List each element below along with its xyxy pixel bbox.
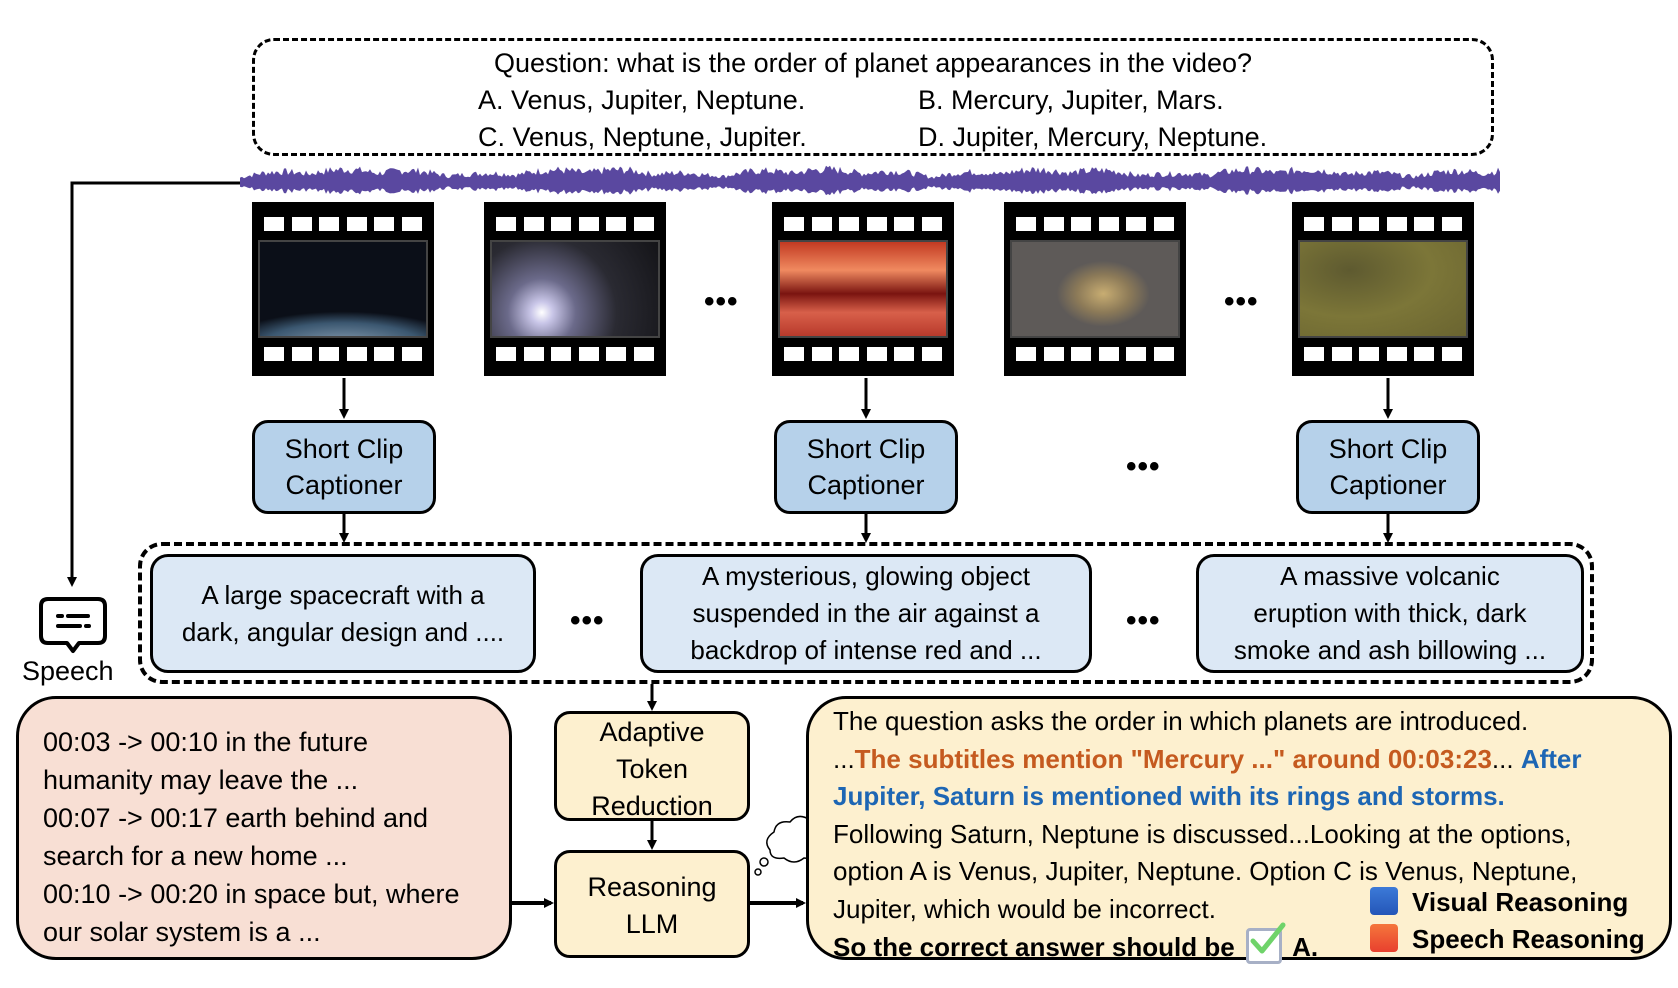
short-clip-captioner-2: Short Clip Captioner [774, 420, 958, 514]
option-c: C. Venus, Neptune, Jupiter. [478, 122, 807, 152]
frame-image-smoke [1298, 240, 1468, 338]
subtitle-line: 00:03 -> 00:10 in the future [43, 727, 368, 757]
reasoning-line-3: Jupiter, Saturn is mentioned with its ri… [833, 781, 1505, 811]
subtitle-line: 00:10 -> 00:20 in space but, where [43, 879, 460, 909]
video-frame-1 [252, 202, 434, 376]
module-label: Reduction [591, 791, 713, 821]
reasoning-answer-line: So the correct answer should be A. [833, 922, 1669, 967]
caption-line: suspended in the air against a [692, 598, 1040, 628]
speech-label: Speech [22, 656, 114, 686]
reasoning-line-6: Jupiter, which would be incorrect. [833, 893, 1216, 924]
captioner-label: Short Clip [284, 434, 404, 464]
captioner-label: Captioner [285, 470, 403, 500]
speech-arrow [67, 181, 242, 587]
subtitle-line: search for a new home ... [43, 841, 348, 871]
caption-1: A large spacecraft with a dark, angular … [150, 554, 536, 673]
option-d: D. Jupiter, Mercury, Neptune. [918, 122, 1268, 152]
captions-ellipsis-1: ••• [570, 604, 605, 637]
caption-line: backdrop of intense red and ... [690, 635, 1042, 665]
answer-value: A. [1292, 932, 1319, 962]
subtitle-line: 00:07 -> 00:17 earth behind and [43, 803, 429, 833]
captioner-label: Captioner [807, 470, 925, 500]
legend-swatch-blue [1370, 887, 1398, 915]
captioner-label: Captioner [1329, 470, 1447, 500]
module-label: Reasoning [587, 872, 717, 902]
reasoning-llm-module: Reasoning LLM [554, 850, 750, 958]
module-label: Adaptive [599, 717, 705, 747]
audio-waveform [240, 165, 1500, 196]
caption-line: A mysterious, glowing object [701, 561, 1031, 591]
caption-line: A massive volcanic [1280, 561, 1500, 591]
frame-image-spacecraft [258, 240, 428, 338]
ellipsis-text: ... [1491, 743, 1521, 774]
question-text: Question: what is the order of planet ap… [494, 48, 1252, 78]
legend-item-speech: Speech Reasoning [1370, 921, 1645, 958]
captions-group [138, 542, 1594, 684]
legend: Visual Reasoning Speech Reasoning [1370, 884, 1645, 958]
question-box: Question: what is the order of planet ap… [252, 38, 1494, 156]
speech-reasoning-text: The subtitles mention "Mercury ..." arou… [854, 743, 1492, 774]
visual-reasoning-text: After [1520, 743, 1582, 774]
speech-bubble-icon [39, 597, 107, 653]
short-clip-captioner-3: Short Clip Captioner [1296, 420, 1480, 514]
adaptive-token-reduction-module: Adaptive Token Reduction [554, 711, 750, 821]
frame-image-glow [490, 240, 660, 338]
speech-subtitles-box: 00:03 -> 00:10 in the future humanity ma… [16, 696, 512, 960]
module-label: LLM [625, 909, 679, 939]
answer-prefix: So the correct answer should be [833, 932, 1235, 962]
legend-swatch-orange [1370, 924, 1398, 952]
caption-line: A large spacecraft with a [201, 580, 485, 610]
video-frame-3 [772, 202, 954, 376]
legend-item-visual: Visual Reasoning [1370, 884, 1645, 921]
option-b: B. Mercury, Jupiter, Mars. [918, 85, 1224, 115]
caption-3: A massive volcanic eruption with thick, … [1196, 554, 1584, 673]
captioner-ellipsis: ••• [1126, 450, 1161, 483]
ellipsis-text: ... [833, 743, 855, 774]
captions-ellipsis-2: ••• [1126, 604, 1161, 637]
frame-image-volcano [778, 240, 948, 338]
checkbox-checked-icon [1245, 922, 1286, 964]
reasoning-line-5: option A is Venus, Jupiter, Neptune. Opt… [833, 856, 1578, 886]
caption-line: smoke and ash billowing ... [1233, 635, 1547, 665]
subtitle-line: our solar system is a ... [43, 917, 321, 947]
captioner-label: Short Clip [1328, 434, 1448, 464]
caption-line: eruption with thick, dark [1253, 598, 1527, 628]
legend-label: Speech Reasoning [1412, 924, 1645, 954]
module-label: Token [615, 754, 689, 784]
subtitle-line: humanity may leave the ... [43, 765, 359, 795]
caption-line: dark, angular design and .... [181, 617, 505, 647]
video-frame-5 [1292, 202, 1474, 376]
reasoning-line-4: Following Saturn, Neptune is discussed..… [833, 818, 1572, 849]
captioner-label: Short Clip [806, 434, 926, 464]
legend-label: Visual Reasoning [1412, 887, 1629, 917]
video-frame-2 [484, 202, 666, 376]
short-clip-captioner-1: Short Clip Captioner [252, 420, 436, 514]
frames-ellipsis-2: ••• [1224, 285, 1259, 318]
caption-2: A mysterious, glowing object suspended i… [640, 554, 1092, 673]
frames-ellipsis-1: ••• [704, 285, 739, 318]
reasoning-output-box: The question asks the order in which pla… [806, 696, 1672, 964]
video-frame-4 [1004, 202, 1186, 376]
frame-image-telescope [1010, 240, 1180, 338]
option-a: A. Venus, Jupiter, Neptune. [478, 85, 806, 115]
reasoning-line-2: ...The subtitles mention "Mercury ..." a… [833, 741, 1669, 779]
reasoning-line-1: The question asks the order in which pla… [833, 706, 1529, 736]
